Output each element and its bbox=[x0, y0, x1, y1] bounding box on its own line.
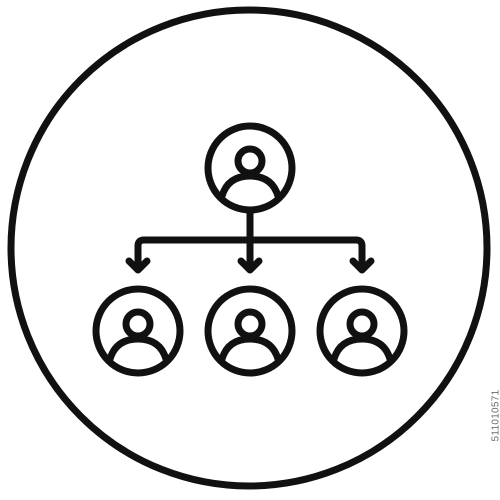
hierarchy-connectors bbox=[125, 206, 375, 274]
center-arrow-head bbox=[237, 257, 263, 274]
bottom-center-person-icon bbox=[204, 285, 296, 377]
outer-ring bbox=[7, 6, 491, 490]
top-person-icon bbox=[204, 122, 296, 214]
stock-id-watermark: 511010571 bbox=[490, 389, 500, 442]
bottom-left-person-icon bbox=[92, 285, 184, 377]
bottom-right-person-icon bbox=[316, 285, 408, 377]
left-arrow-head bbox=[125, 257, 151, 274]
branch-line bbox=[134, 236, 366, 272]
right-arrow-head bbox=[349, 257, 375, 274]
